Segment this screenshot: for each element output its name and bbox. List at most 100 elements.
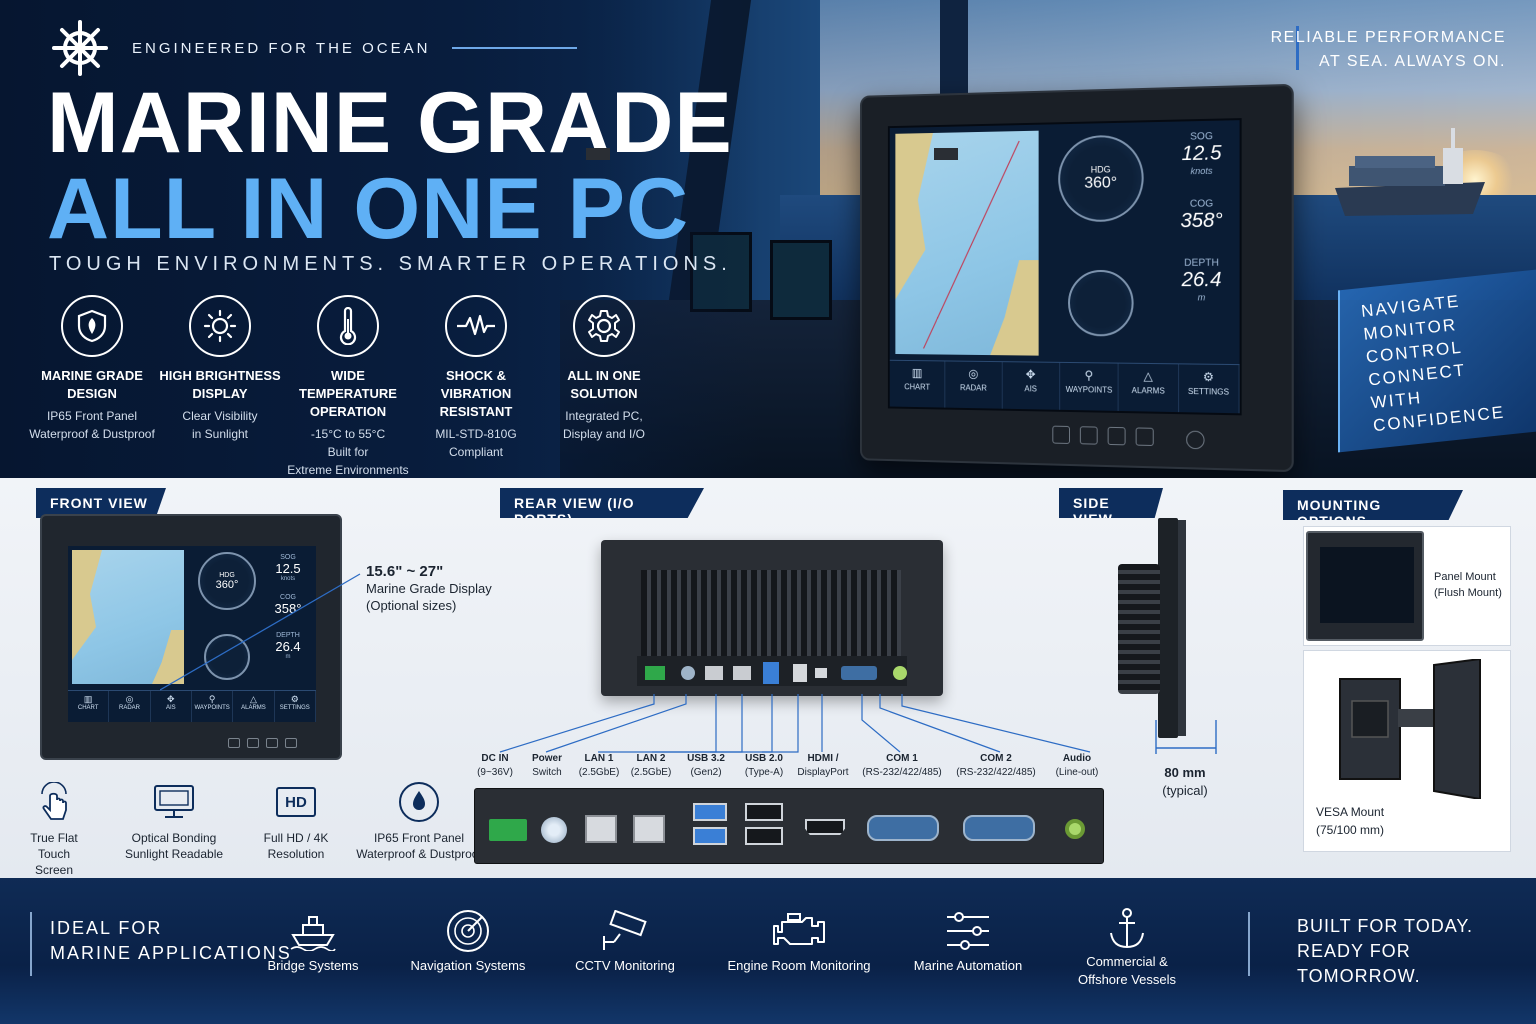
nav-settings[interactable]: ⚙SETTINGS xyxy=(1178,364,1240,414)
depth-unit: m xyxy=(285,654,291,660)
feature-desc: MIL-STD-810G xyxy=(435,427,517,441)
title-line-2: ALL IN ONE PC xyxy=(47,161,690,257)
chart-land xyxy=(72,550,102,660)
depth-unit: m xyxy=(1197,292,1206,303)
rear-com-port xyxy=(841,666,877,680)
nav-ais[interactable]: ✥AIS xyxy=(1002,362,1061,410)
mini-label: Touch Screen xyxy=(34,847,74,877)
feature-desc: Clear Visibility xyxy=(182,409,258,423)
nav-waypoints[interactable]: ⚲WAYPOINTS xyxy=(192,691,234,722)
screen-nav-bar: ▥CHART ◎RADAR ✥AIS ⚲WAYPOINTS △ALARMS ⚙S… xyxy=(68,690,316,722)
cog-value: 358° xyxy=(1180,209,1223,233)
callout-line-2: Marine Grade Display xyxy=(366,581,492,596)
depth-value: 26.4 xyxy=(275,639,301,654)
depth-note: (typical) xyxy=(1162,783,1208,798)
heatsink-fins xyxy=(641,570,901,656)
mini-label: Waterproof & Dustproof xyxy=(356,847,482,861)
nav-radar[interactable]: ◎RADAR xyxy=(109,691,151,722)
rear-lan-port xyxy=(705,666,723,680)
rear-power-button[interactable] xyxy=(681,666,695,680)
nav-alarms[interactable]: △ALARMS xyxy=(1118,363,1179,413)
panel-mount-card: Panel Mount(Flush Mount) xyxy=(1303,526,1511,646)
mini-label: Resolution xyxy=(267,847,325,861)
subtitle: TOUGH ENVIRONMENTS. SMARTER OPERATIONS. xyxy=(49,253,732,275)
divider xyxy=(30,912,32,976)
usb20-port xyxy=(745,803,783,821)
hdg-label: HDG xyxy=(219,571,235,579)
side-heatsink xyxy=(1118,564,1160,694)
power-switch[interactable] xyxy=(541,817,567,843)
mounting-foot xyxy=(934,148,958,160)
bezel-buttons xyxy=(228,738,297,748)
nav-ais[interactable]: ✥AIS xyxy=(151,691,192,722)
app-bridge-systems: Bridge Systems xyxy=(258,905,368,975)
reliable-tagline: RELIABLE PERFORMANCE AT SEA. ALWAYS ON. xyxy=(1271,26,1506,74)
mini-label: Full HD / 4K xyxy=(263,831,329,845)
depth-readout: DEPTH 26.4 m xyxy=(1168,258,1236,303)
feature-desc: in Sunlight xyxy=(191,427,249,441)
heading-dial: HDG 360° xyxy=(198,552,256,610)
hd-icon: HD xyxy=(254,780,338,824)
feature-title: OPERATION xyxy=(309,404,387,419)
side-front-bezel xyxy=(1158,518,1178,738)
feature-desc: -15°C to 55°C xyxy=(310,427,386,441)
rear-usb-port xyxy=(793,664,807,682)
side-view-tag: SIDE VIEW xyxy=(1059,488,1163,518)
built-for-today-tagline: BUILT FOR TODAY.READY FOR TOMORROW. xyxy=(1297,916,1474,986)
bezel-button[interactable] xyxy=(247,738,259,748)
feature-title: HIGH BRIGHTNESS xyxy=(159,368,281,383)
depth-value: 26.4 xyxy=(1181,268,1222,292)
ship-icon xyxy=(258,905,368,957)
cog-label: COG xyxy=(280,594,296,601)
app-navigation-systems: Navigation Systems xyxy=(404,905,532,975)
nav-settings[interactable]: ⚙SETTINGS xyxy=(275,691,316,722)
console-screen xyxy=(770,240,832,320)
nav-chart[interactable]: ▥CHART xyxy=(889,360,946,408)
vesa-mount-card: VESA Mount(75/100 mm) xyxy=(1303,650,1511,852)
mini-label: IP65 Front Panel xyxy=(373,831,465,845)
mini-feature-hd: HD Full HD / 4K Resolution xyxy=(254,780,338,878)
port-label-audio: Audio(Line-out) xyxy=(1055,753,1099,778)
bezel-button[interactable] xyxy=(1107,426,1126,446)
com1-port xyxy=(867,815,939,841)
app-engine-room: Engine Room Monitoring xyxy=(724,905,874,975)
front-screen: HDG 360° SOG 12.5 knots COG 358° DEPTH 2… xyxy=(68,546,316,722)
bezel-button[interactable] xyxy=(1052,425,1070,444)
mini-label: Optical Bonding xyxy=(131,831,217,845)
bezel-buttons xyxy=(1052,425,1154,447)
thermometer-icon xyxy=(317,295,379,357)
feature-desc: Integrated PC, xyxy=(565,409,643,423)
bezel-button[interactable] xyxy=(1079,426,1098,445)
port-label-usb20: USB 2.0(Type-A) xyxy=(744,753,784,778)
reliable-divider xyxy=(1296,26,1299,70)
bezel-button[interactable] xyxy=(1135,427,1154,447)
feature-desc: Compliant xyxy=(448,445,504,459)
left-gradient-overlay xyxy=(0,0,760,478)
depth-readout: DEPTH 26.4 m xyxy=(264,632,312,660)
panel-mount-image xyxy=(1306,531,1424,641)
bezel-button[interactable] xyxy=(285,738,297,748)
nav-radar[interactable]: ◎RADAR xyxy=(945,361,1003,409)
side-screen-edge xyxy=(1178,520,1186,736)
engine-icon xyxy=(724,905,874,957)
divider xyxy=(1248,912,1250,976)
nav-waypoints[interactable]: ⚲WAYPOINTS xyxy=(1060,362,1119,411)
bezel-button[interactable] xyxy=(266,738,278,748)
hdg-value: 360° xyxy=(215,578,239,591)
front-monitor: HDG 360° SOG 12.5 knots COG 358° DEPTH 2… xyxy=(40,514,342,760)
mini-label: True Flat xyxy=(30,831,78,845)
lan1-port xyxy=(585,815,617,843)
nav-chart[interactable]: ▥CHART xyxy=(68,691,110,722)
nautical-chart xyxy=(895,130,1039,356)
power-button[interactable] xyxy=(1186,430,1205,450)
nav-alarms[interactable]: △ALARMS xyxy=(233,691,275,722)
feature-desc: Display and I/O xyxy=(562,427,646,441)
bezel-button[interactable] xyxy=(228,738,240,748)
cctv-icon xyxy=(568,905,682,957)
